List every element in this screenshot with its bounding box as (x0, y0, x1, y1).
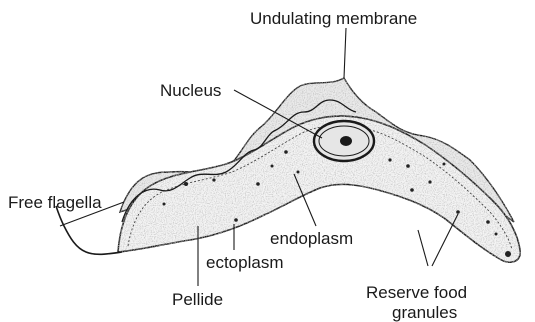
granule (163, 203, 166, 206)
leader-reserve-food-b (432, 214, 458, 266)
granule (428, 180, 431, 183)
granule (256, 182, 260, 186)
label-reserve-food-line2: granules (392, 303, 457, 322)
label-nucleus: Nucleus (160, 81, 221, 100)
granule (271, 165, 274, 168)
granule (234, 218, 238, 222)
granule (443, 163, 446, 166)
label-ectoplasm: ectoplasm (206, 253, 283, 272)
granule (284, 150, 288, 154)
granule (486, 220, 490, 224)
granule (406, 164, 410, 168)
leader-undulating-membrane (344, 28, 346, 78)
leader-reserve-food-a (418, 230, 428, 266)
granule (388, 158, 391, 161)
label-reserve-food-line1: Reserve food (366, 283, 467, 302)
granule (495, 233, 498, 236)
nucleolus (340, 136, 352, 146)
granule (410, 188, 414, 192)
label-pellide: Pellide (172, 290, 223, 309)
granule (212, 178, 215, 181)
label-endoplasm: endoplasm (270, 229, 353, 248)
granule (297, 171, 300, 174)
granule (505, 251, 511, 257)
free-flagellum (56, 206, 122, 254)
label-free-flagella: Free flagella (8, 193, 102, 212)
granule (456, 210, 460, 214)
granule (184, 182, 188, 186)
label-undulating-membrane: Undulating membrane (250, 9, 417, 28)
